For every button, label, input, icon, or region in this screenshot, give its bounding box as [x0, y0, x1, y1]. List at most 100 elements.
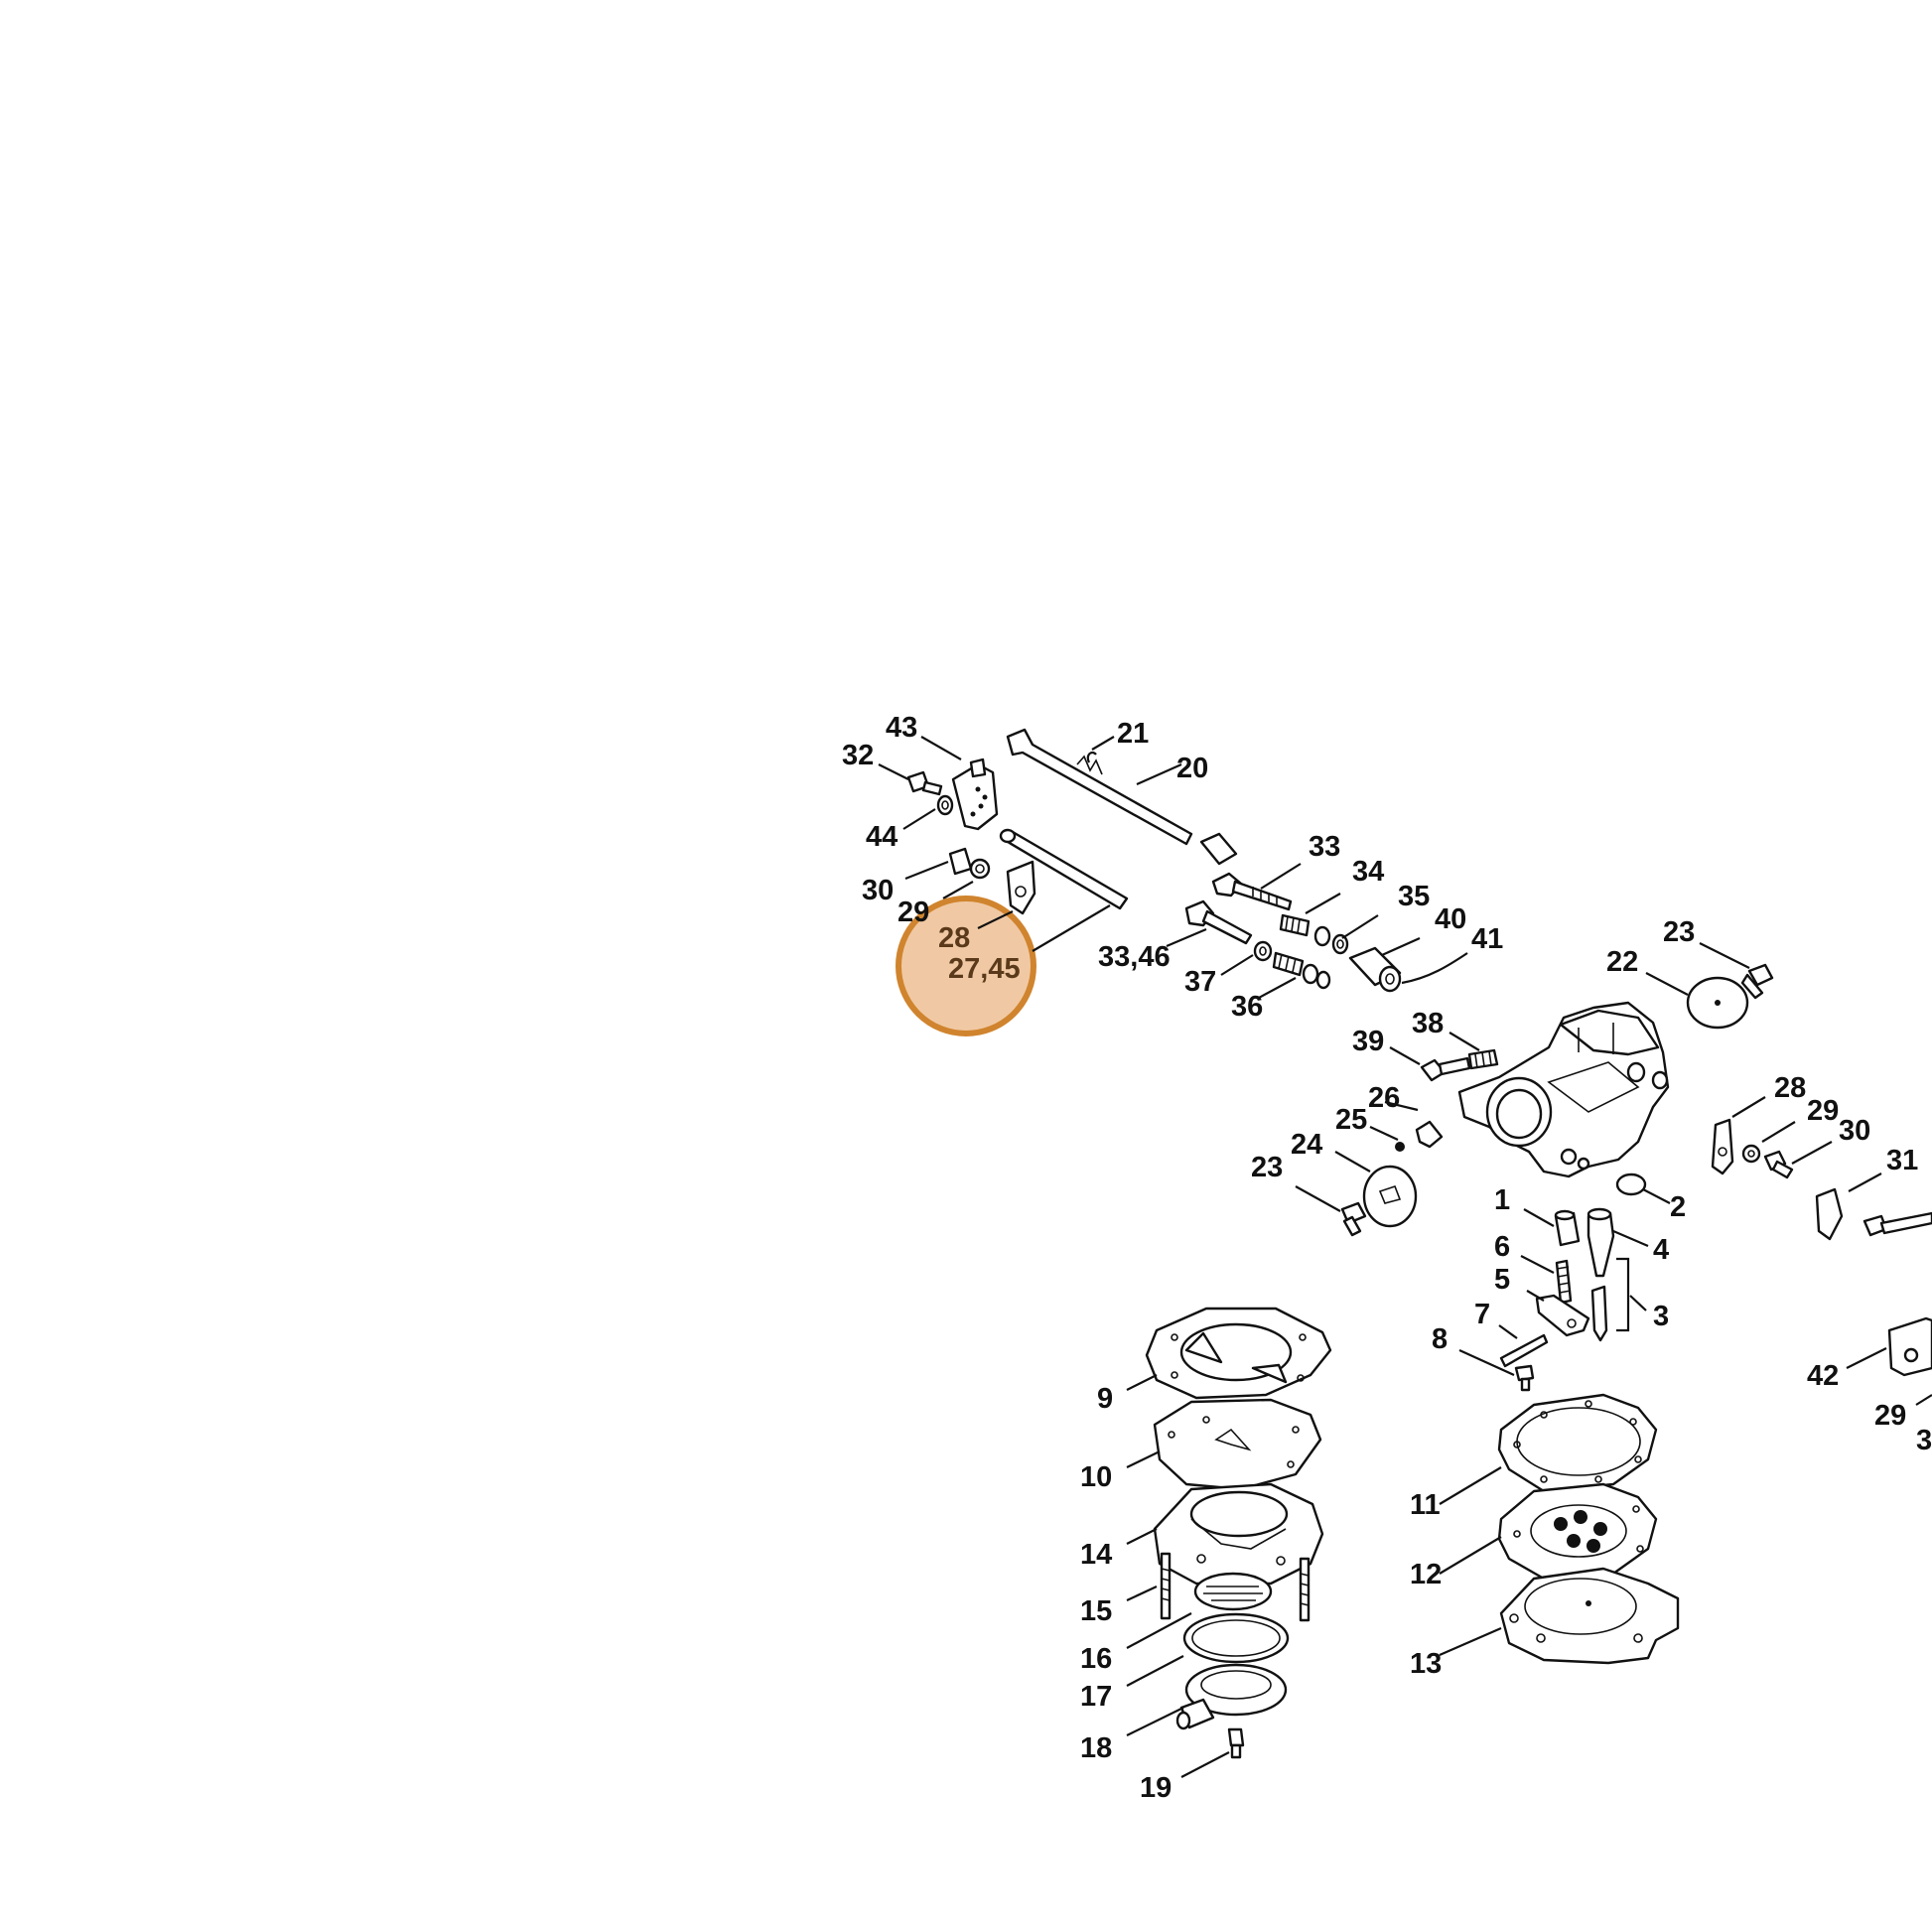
- part-3-needle[interactable]: [1590, 1257, 1630, 1342]
- callout-30[interactable]: 30: [862, 875, 894, 906]
- part-26-bushing[interactable]: [1415, 1120, 1444, 1149]
- callout-22[interactable]: 22: [1606, 946, 1638, 978]
- part-30-screw-right[interactable]: [1763, 1150, 1794, 1179]
- callout-11[interactable]: 11: [1410, 1489, 1441, 1521]
- part-5-lever[interactable]: [1535, 1294, 1590, 1337]
- callout-17[interactable]: 17: [1080, 1681, 1112, 1713]
- part-18-cover[interactable]: [1175, 1663, 1288, 1730]
- callout-36[interactable]: 36: [1231, 991, 1263, 1023]
- part-25-ball[interactable]: [1395, 1142, 1405, 1152]
- part-27-lever[interactable]: [1006, 860, 1036, 915]
- part-33-adjusting-screw[interactable]: [1211, 872, 1293, 911]
- callout-10[interactable]: 10: [1080, 1461, 1112, 1493]
- part-2-plug[interactable]: [1615, 1173, 1647, 1196]
- part-17-ring[interactable]: [1182, 1612, 1290, 1664]
- part-8-screw[interactable]: [1514, 1364, 1535, 1392]
- callout-4[interactable]: 4: [1653, 1234, 1669, 1266]
- callout-16[interactable]: 16: [1080, 1643, 1112, 1675]
- callout-29-right[interactable]: 29: [1807, 1095, 1839, 1127]
- callout-31-right[interactable]: 31: [1886, 1145, 1918, 1176]
- callout-38[interactable]: 38: [1412, 1008, 1444, 1039]
- callout-21[interactable]: 21: [1117, 718, 1149, 750]
- callout-37[interactable]: 37: [1184, 966, 1216, 998]
- part-28-lever-right[interactable]: [1711, 1118, 1734, 1175]
- part-24-plate[interactable]: [1362, 1165, 1418, 1228]
- callout-13[interactable]: 13: [1410, 1648, 1442, 1680]
- callout-34[interactable]: 34: [1352, 856, 1384, 888]
- callout-25[interactable]: 25: [1335, 1104, 1367, 1136]
- callout-19[interactable]: 19: [1140, 1772, 1172, 1804]
- part-45-shaft[interactable]: [999, 828, 1129, 910]
- part-6-spring[interactable]: [1555, 1259, 1573, 1305]
- callout-40[interactable]: 40: [1435, 903, 1466, 935]
- callout-20[interactable]: 20: [1176, 753, 1208, 784]
- callout-41[interactable]: 41: [1471, 923, 1503, 955]
- part-4-valve-seat[interactable]: [1587, 1207, 1615, 1278]
- callout-7[interactable]: 7: [1474, 1299, 1490, 1330]
- part-42-bracket[interactable]: [1887, 1316, 1932, 1377]
- part-9-pump-cover[interactable]: [1145, 1307, 1332, 1400]
- callout-33[interactable]: 33: [1309, 831, 1340, 863]
- highlight-callout[interactable]: 28 27,45: [896, 896, 1111, 1036]
- callout-29-far-right[interactable]: 29: [1874, 1400, 1906, 1432]
- part-38-spring[interactable]: [1467, 1048, 1499, 1070]
- callout-26[interactable]: 26: [1368, 1082, 1400, 1114]
- callout-29[interactable]: 29: [897, 897, 929, 928]
- part-16-screen[interactable]: [1193, 1572, 1273, 1611]
- part-20-throttle-shaft[interactable]: [1006, 728, 1193, 846]
- part-19-screw[interactable]: [1227, 1727, 1245, 1759]
- part-34-spring[interactable]: [1279, 913, 1311, 937]
- callout-28-right[interactable]: 28: [1774, 1072, 1806, 1104]
- callout-15[interactable]: 15: [1080, 1595, 1112, 1627]
- callout-9[interactable]: 9: [1097, 1383, 1113, 1415]
- part-44-washer[interactable]: [936, 794, 954, 816]
- part-33-46-screw[interactable]: [1184, 899, 1253, 945]
- part-32-screw[interactable]: [906, 770, 943, 796]
- callout-24[interactable]: 24: [1291, 1129, 1322, 1161]
- callout-33-46[interactable]: 33,46: [1098, 941, 1171, 973]
- callout-18[interactable]: 18: [1080, 1732, 1112, 1764]
- part-12-diaphragm[interactable]: [1497, 1482, 1658, 1581]
- callout-30-right[interactable]: 30: [1839, 1115, 1870, 1147]
- callout-3[interactable]: 3: [1653, 1301, 1669, 1332]
- callout-32[interactable]: 32: [842, 740, 874, 771]
- part-15-screws[interactable]: [1160, 1552, 1311, 1622]
- callout-14[interactable]: 14: [1080, 1539, 1112, 1571]
- part-7-pin[interactable]: [1499, 1333, 1549, 1368]
- part-1-bushing[interactable]: [1554, 1209, 1581, 1247]
- part-10-gasket[interactable]: [1153, 1398, 1322, 1491]
- part-23-screw-lower[interactable]: [1340, 1201, 1367, 1237]
- part-29-washer-right[interactable]: [1741, 1144, 1761, 1164]
- callout-35[interactable]: 35: [1398, 881, 1430, 912]
- part-39-screw[interactable]: [1420, 1056, 1471, 1082]
- part-13-cover[interactable]: [1499, 1567, 1680, 1665]
- part-11-gasket[interactable]: [1497, 1393, 1658, 1493]
- callout-8[interactable]: 8: [1432, 1323, 1448, 1355]
- part-30-pin[interactable]: [948, 847, 991, 880]
- callout-23-upper[interactable]: 23: [1663, 916, 1695, 948]
- part-36-spring[interactable]: [1272, 951, 1331, 990]
- part-37-washer[interactable]: [1253, 940, 1273, 962]
- highlight-circle[interactable]: [896, 896, 1036, 1036]
- callout-23-lower[interactable]: 23: [1251, 1152, 1283, 1183]
- part-31-lever-right[interactable]: [1815, 1187, 1932, 1241]
- part-carburetor-body[interactable]: [1457, 1001, 1670, 1178]
- part-23-screw-upper[interactable]: [1740, 963, 1774, 1000]
- callout-1[interactable]: 1: [1494, 1184, 1510, 1216]
- part-14-pump-body[interactable]: [1153, 1482, 1324, 1586]
- callout-5[interactable]: 5: [1494, 1264, 1510, 1296]
- callout-12[interactable]: 12: [1410, 1559, 1442, 1590]
- part-35-washer[interactable]: [1313, 925, 1349, 955]
- part-40-bushing[interactable]: [1348, 946, 1402, 993]
- callout-43[interactable]: 43: [886, 712, 917, 744]
- callout-44[interactable]: 44: [866, 821, 897, 853]
- part-sleeve[interactable]: [1199, 832, 1238, 866]
- callout-39[interactable]: 39: [1352, 1026, 1384, 1057]
- leader-lines: [878, 736, 1932, 1778]
- part-43-lever-plate[interactable]: [951, 758, 999, 831]
- part-22-plate[interactable]: [1686, 976, 1749, 1030]
- callout-42[interactable]: 42: [1807, 1360, 1839, 1392]
- callout-31-cut[interactable]: 3: [1916, 1425, 1932, 1456]
- callout-2[interactable]: 2: [1670, 1191, 1686, 1223]
- callout-6[interactable]: 6: [1494, 1231, 1510, 1263]
